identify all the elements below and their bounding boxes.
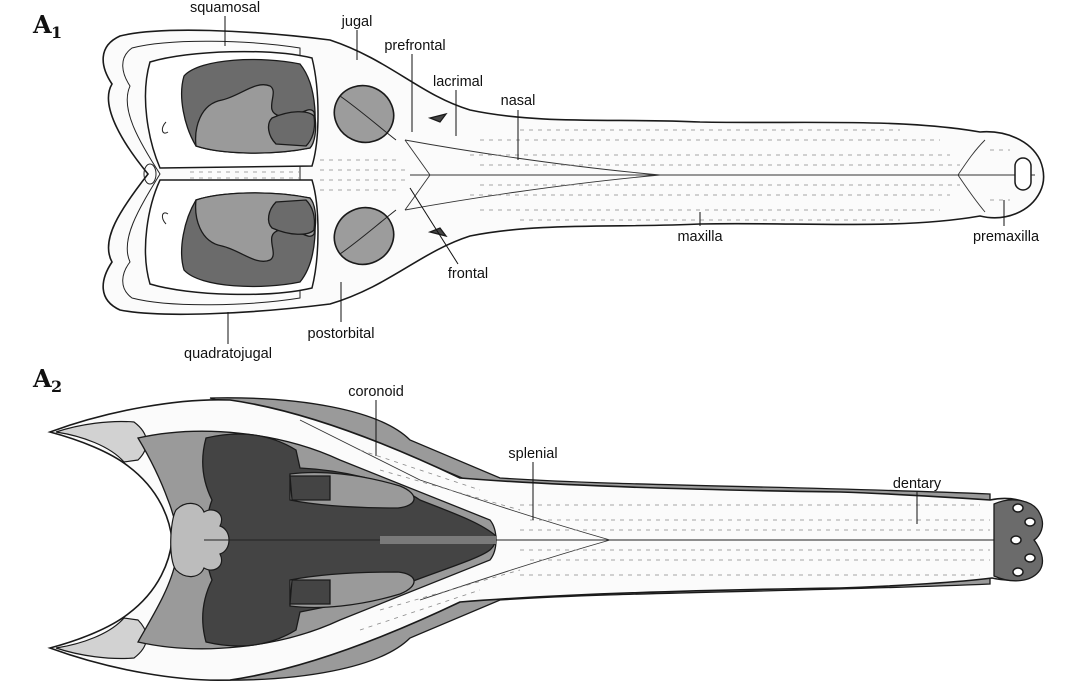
label-maxilla: maxilla bbox=[677, 229, 723, 245]
label-lacrimal: lacrimal bbox=[433, 74, 483, 90]
label-jugal: jugal bbox=[341, 14, 373, 30]
leader-frontal bbox=[409, 187, 459, 265]
basioccipital bbox=[170, 502, 230, 578]
label-splenial: splenial bbox=[508, 446, 557, 462]
premaxilla-suture-left bbox=[957, 139, 986, 176]
label-nasal: nasal bbox=[501, 93, 536, 109]
articular-top bbox=[55, 420, 148, 463]
panel-a2: A 2 bbox=[32, 364, 1044, 682]
occipital-condyle bbox=[143, 163, 157, 185]
snout-texture bbox=[470, 129, 1010, 221]
label-squamosal: squamosal bbox=[190, 0, 260, 16]
premaxilla-suture-right bbox=[957, 174, 986, 213]
alveolus-2 bbox=[1024, 517, 1036, 527]
table-texture bbox=[190, 159, 410, 191]
label-frontal: frontal bbox=[448, 266, 488, 282]
mandible-texture bbox=[359, 449, 990, 631]
alveolus-3 bbox=[1010, 535, 1022, 545]
cranial-table-outline bbox=[122, 40, 301, 306]
left-fenestra-inner bbox=[267, 111, 316, 147]
nasal-suture-left bbox=[404, 139, 661, 176]
articular-bottom bbox=[55, 617, 148, 660]
label-coronoid: coronoid bbox=[348, 384, 404, 400]
label-dentary: dentary bbox=[893, 476, 942, 492]
panel-a1-letter: A bbox=[32, 10, 52, 39]
panel-a2-letter: A bbox=[32, 364, 52, 393]
panel-a2-subscript: 2 bbox=[51, 377, 62, 396]
panel-a1-subscript: 1 bbox=[51, 23, 62, 42]
label-prefrontal: prefrontal bbox=[384, 38, 445, 54]
left-orbit-ridge bbox=[339, 95, 397, 141]
alveolus-5 bbox=[1012, 567, 1024, 577]
external-naris bbox=[1014, 157, 1032, 191]
label-premaxilla: premaxilla bbox=[973, 229, 1040, 245]
left-otic-notch bbox=[161, 121, 169, 134]
right-orbit-ridge bbox=[339, 209, 397, 255]
right-otic-notch bbox=[161, 212, 169, 225]
choana-left-inner bbox=[289, 475, 331, 501]
right-fenestra-inner bbox=[267, 199, 316, 235]
lacrimal-pit-left bbox=[427, 112, 448, 123]
label-quadratojugal: quadratojugal bbox=[184, 346, 272, 362]
label-postorbital: postorbital bbox=[308, 326, 375, 342]
frontal-suture bbox=[404, 139, 431, 211]
symphysis-shade bbox=[380, 536, 496, 544]
nasal-suture-right bbox=[404, 174, 661, 211]
alveolus-1 bbox=[1012, 503, 1024, 513]
alveolus-4 bbox=[1024, 553, 1036, 563]
panel-a1: A 1 bbox=[32, 0, 1045, 362]
choana-right-inner bbox=[289, 579, 331, 605]
